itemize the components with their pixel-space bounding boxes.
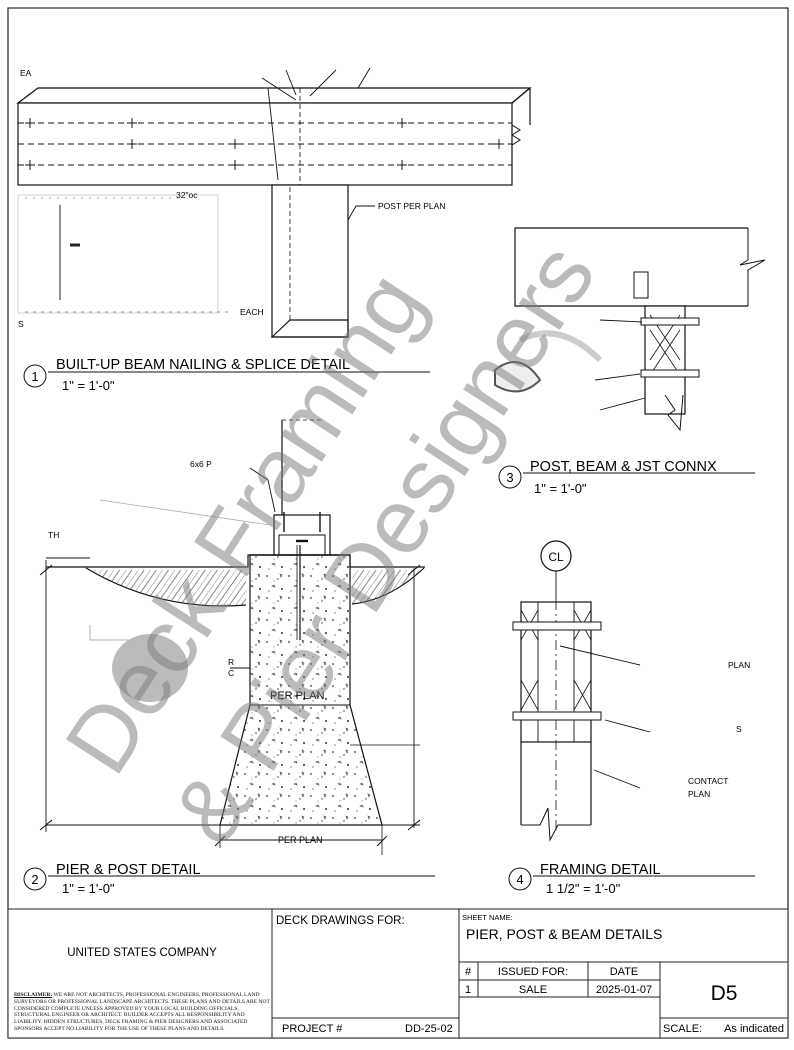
sheet-name: PIER, POST & BEAM DETAILS (466, 926, 662, 942)
d1-spacing-label: 32"oc (176, 190, 198, 200)
deck-drawings-for-label: DECK DRAWINGS FOR: (276, 915, 405, 927)
detail-2-title: PIER & POST DETAIL (56, 862, 201, 878)
d2-post-label: 6x6 P (190, 459, 212, 469)
detail-3-bubble (498, 465, 522, 489)
detail-2-number: 2 (31, 872, 38, 887)
disclaimer-label: DISCLAIMER: (14, 992, 53, 998)
detail-4-title: FRAMING DETAIL (540, 862, 661, 878)
detail-1-bubble (23, 364, 47, 388)
d1-ea-label: EA (20, 68, 32, 78)
detail-4-framing-drawing (512, 540, 651, 842)
disclaimer: DISCLAIMER: WE ARE NOT ARCHITECTS, PROFE… (14, 992, 272, 1033)
detail-4-number: 4 (516, 872, 523, 887)
rev-hash-header: # (465, 966, 472, 978)
company-name: UNITED STATES COMPANY (67, 947, 217, 959)
detail-1-scale: 1" = 1'-0" (62, 378, 115, 393)
d2-c-label: C (228, 668, 234, 678)
detail-3-scale: 1" = 1'-0" (534, 481, 587, 496)
sheet-name-label: SHEET NAME: (462, 913, 513, 922)
detail-3-title: POST, BEAM & JST CONNX (530, 459, 717, 475)
d4-contact-label: CONTACT (688, 776, 728, 786)
d4-plan-label: PLAN (728, 660, 750, 670)
scale-label: SCALE: (663, 1023, 702, 1035)
detail-3-connection-drawing (494, 227, 766, 432)
title-block (7, 908, 789, 1039)
d2-per-plan-mid: PER PLAN (270, 690, 324, 702)
project-label: PROJECT # (282, 1023, 343, 1035)
d1-post-label: POST PER PLAN (378, 201, 445, 211)
detail-4-bubble (508, 867, 532, 891)
d2-r-label: R (228, 657, 234, 667)
sheet-number: D5 (711, 982, 738, 1005)
issued-for-value: SALE (519, 984, 547, 996)
detail-3-number: 3 (506, 470, 513, 485)
detail-2-bubble (23, 867, 47, 891)
project-number: DD-25-02 (405, 1023, 453, 1035)
issued-for-header: ISSUED FOR: (498, 966, 568, 978)
d2-th-label: TH (48, 530, 59, 540)
date-header: DATE (610, 966, 639, 978)
detail-1-beam-drawing (16, 67, 532, 338)
d4-s-label: S (736, 724, 742, 734)
scale-value: As indicated (724, 1023, 784, 1035)
d2-per-plan-bottom: PER PLAN (278, 835, 323, 845)
detail-2-scale: 1" = 1'-0" (62, 881, 115, 896)
d1-each-label: EACH (240, 307, 264, 317)
detail-2-pier-drawing (39, 419, 425, 855)
date-value: 2025-01-07 (596, 984, 652, 996)
detail-4-scale: 1 1/2" = 1'-0" (546, 881, 621, 896)
d1-st-label: S (18, 319, 24, 329)
detail-1-title: BUILT-UP BEAM NAILING & SPLICE DETAIL (56, 357, 350, 373)
disclaimer-text: WE ARE NOT ARCHITECTS, PROFESSIONAL ENGI… (14, 992, 270, 1032)
d4-cl-label: CL (548, 550, 564, 564)
rev-number: 1 (465, 984, 471, 996)
d4-plan2-label: PLAN (688, 789, 710, 799)
detail-1-number: 1 (31, 369, 38, 384)
